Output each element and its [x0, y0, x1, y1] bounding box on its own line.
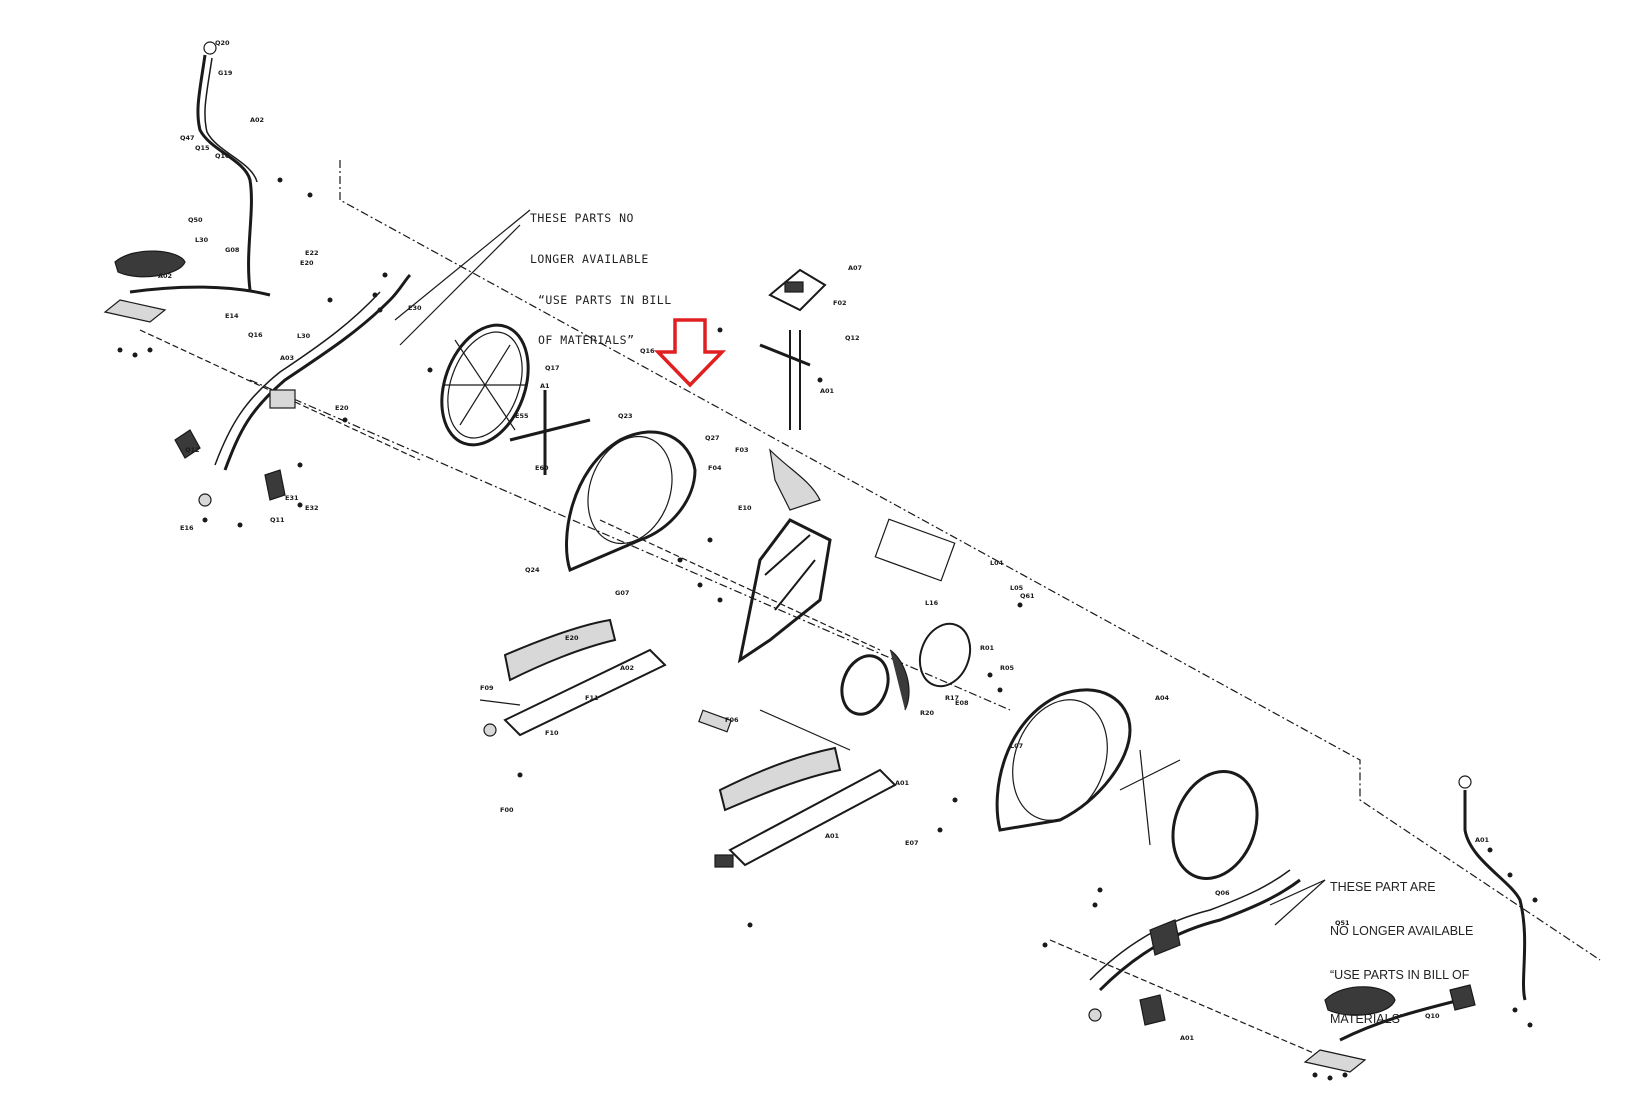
part-label: G19	[218, 69, 233, 77]
part-label: A02	[158, 272, 172, 280]
part-label: E31	[285, 494, 299, 502]
part-label: E30	[408, 304, 422, 312]
part-label: A01	[1180, 1034, 1195, 1042]
part-label: L05	[1010, 584, 1024, 592]
part-label: Q61	[1020, 592, 1035, 600]
part-label: L30	[297, 332, 311, 340]
part-label: Q11	[270, 516, 285, 524]
part-label: Q23	[618, 412, 633, 420]
part-label: R20	[920, 709, 935, 717]
part-label: E55	[515, 412, 529, 420]
part-label: Q12	[185, 446, 200, 454]
part-label: Q47	[180, 134, 195, 142]
note-line: OF MATERIALS”	[538, 333, 635, 348]
part-label: F06	[725, 716, 739, 724]
part-label: A01	[1475, 836, 1490, 844]
part-label: Q16	[640, 347, 655, 355]
part-label: A07	[848, 264, 862, 272]
part-label: A01	[895, 779, 910, 787]
part-label: Q51	[1335, 919, 1350, 927]
part-label: R05	[1000, 664, 1015, 672]
part-label: L30	[195, 236, 209, 244]
part-label: R17	[945, 694, 959, 702]
note-line: THESE PART ARE	[1330, 879, 1436, 894]
part-label: E20	[300, 259, 314, 267]
part-label: A01	[825, 832, 840, 840]
fastener-dots	[117, 177, 1538, 1081]
part-label: Q16	[248, 331, 263, 339]
right-pedal-arm	[698, 709, 897, 868]
part-label: E20	[335, 404, 349, 412]
part-label: E08	[955, 699, 969, 707]
main-frame	[737, 518, 956, 664]
part-label: F00	[500, 806, 514, 814]
part-labels: Q20G19A02Q47Q15Q10G08Q50L30A02E14Q16E20L…	[158, 39, 1490, 1042]
axle-line	[599, 519, 881, 651]
part-label: Q12	[845, 334, 860, 342]
part-label: A02	[250, 116, 264, 124]
part-label: Q20	[215, 39, 230, 47]
part-label: E10	[738, 504, 752, 512]
assembly-axis-line-secondary	[249, 379, 1011, 711]
part-label: E32	[305, 504, 319, 512]
part-label: F02	[833, 299, 847, 307]
part-label: Q10	[1425, 1012, 1440, 1020]
left-fan-wheel	[440, 323, 530, 447]
part-label: Q27	[705, 434, 720, 442]
part-label: Q50	[188, 216, 203, 224]
part-label: Q24	[525, 566, 540, 574]
part-label: F09	[480, 684, 494, 692]
right-upper-arm	[1088, 869, 1301, 1026]
note-line: “USE PARTS IN BILL	[538, 292, 672, 307]
part-label: G08	[225, 246, 240, 254]
part-label: E14	[225, 312, 239, 320]
part-label: Q17	[545, 364, 560, 372]
part-label: A01	[820, 387, 835, 395]
assembly-axis-line	[339, 160, 1601, 961]
left-handlebar-arm	[196, 54, 253, 291]
note-line: MATERIALS”	[1330, 1012, 1405, 1027]
part-label: E60	[535, 464, 549, 472]
center-wheels	[840, 622, 972, 716]
part-label: F04	[708, 464, 722, 472]
right-disc	[1171, 770, 1259, 880]
part-label: A03	[280, 354, 294, 362]
part-label: F11	[585, 694, 599, 702]
part-label: A04	[1155, 694, 1170, 702]
part-label: L16	[925, 599, 939, 607]
part-label: E22	[305, 249, 319, 257]
right-handlebar-arm	[1458, 775, 1527, 1001]
left-shroud	[565, 430, 697, 573]
part-label: Q10	[215, 152, 230, 160]
highlight-arrow	[653, 318, 727, 388]
console-post	[759, 268, 827, 511]
part-label: R01	[980, 644, 995, 652]
part-label: F03	[735, 446, 749, 454]
unavailable-parts-note-bottom: THESE PART ARE NO LONGER AVAILABLE “USE …	[1330, 850, 1473, 1042]
note-line: LONGER AVAILABLE	[530, 251, 649, 266]
crank-cross	[509, 390, 591, 475]
part-label: Q06	[1215, 889, 1230, 897]
part-label: E07	[905, 839, 919, 847]
part-label: G07	[615, 589, 629, 597]
left-pedal-arm	[479, 618, 667, 737]
part-label: F10	[545, 729, 559, 737]
part-label: E20	[565, 634, 579, 642]
part-label: E16	[180, 524, 194, 532]
note-line: NO LONGER AVAILABLE	[1330, 923, 1474, 938]
part-label: A02	[620, 664, 634, 672]
left-upper-arm	[223, 273, 412, 471]
note-line: THESE PARTS NO	[530, 211, 634, 226]
note-line: “USE PARTS IN BILL OF	[1330, 968, 1470, 982]
axle-line	[1049, 939, 1331, 1061]
part-label: A1	[540, 382, 550, 390]
unavailable-parts-note-top: THESE PARTS NO LONGER AVAILABLE “USE PAR…	[530, 185, 672, 361]
part-label: Q15	[195, 144, 210, 152]
part-label: L07	[1010, 742, 1023, 750]
left-foot-pedal	[114, 250, 186, 278]
part-label: L04	[990, 559, 1004, 567]
right-foot-pedal	[1303, 984, 1476, 1073]
right-shroud	[995, 688, 1181, 846]
